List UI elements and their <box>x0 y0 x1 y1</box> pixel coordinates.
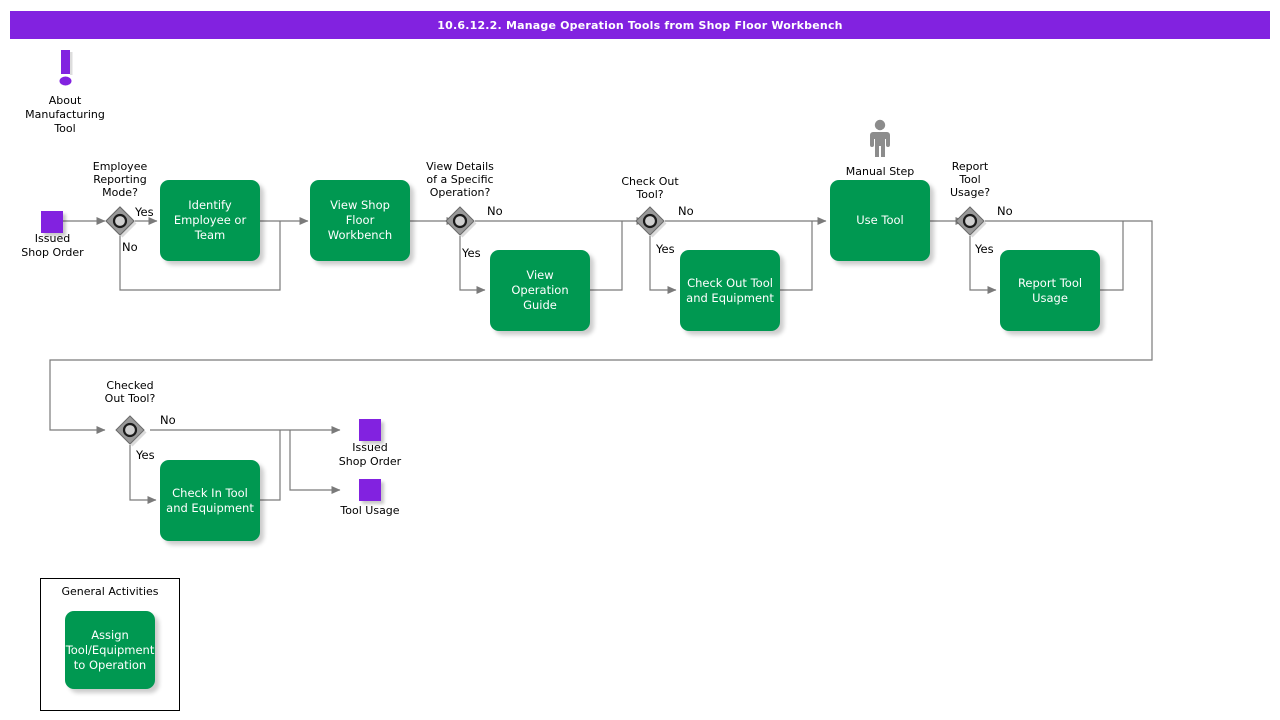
checkout-line-2: and Equipment <box>686 290 774 305</box>
issued-shop-order-start-label: Issued Shop Order <box>0 232 105 260</box>
gw4-yes-label: Yes <box>975 242 994 256</box>
gateway-checked-out-tool-label: Checked Out Tool? <box>70 379 190 405</box>
gateway-report-tool-usage-label: Report Tool Usage? <box>910 160 1030 199</box>
gw3-yes-label: Yes <box>656 242 675 256</box>
gw4-line-2: Tool <box>959 173 981 186</box>
about-line-3: Tool <box>54 122 76 135</box>
activity-view-operation-guide[interactable]: View Operation Guide <box>490 250 590 331</box>
gw1-line-2: Reporting <box>93 173 147 186</box>
activity-report-tool-usage[interactable]: Report Tool Usage <box>1000 250 1100 331</box>
guide-line-1: View Operation <box>511 268 569 297</box>
gw1-no-label: No <box>122 240 138 254</box>
manual-step-label: Manual Step <box>845 165 915 178</box>
gw5-line-2: Out Tool? <box>104 392 156 405</box>
end2-line-1: Tool Usage <box>340 504 400 517</box>
exclamation-icon <box>59 50 75 94</box>
reportusage-line-2: Usage <box>1032 290 1068 305</box>
tool-usage-end-label: Tool Usage <box>320 504 420 518</box>
end1-line-2: Shop Order <box>338 455 402 468</box>
reportusage-line-1: Report Tool <box>1017 275 1083 290</box>
gw4-line-1: Report <box>951 160 989 173</box>
edge-checkin-merge <box>260 430 281 501</box>
gateway-checked-out-tool[interactable] <box>115 415 147 447</box>
gw5-yes-label: Yes <box>136 448 155 462</box>
edge-guide-merge <box>590 221 623 291</box>
edge-reportusage-merge <box>1100 221 1124 291</box>
edge-checkout-merge <box>780 221 813 291</box>
gw2-line-2: of a Specific <box>426 173 494 186</box>
gateway-employee-reporting-mode[interactable] <box>105 206 137 238</box>
issued-shop-order-end-event[interactable] <box>359 419 381 441</box>
activity-use-tool[interactable]: Use Tool <box>830 180 930 261</box>
gateway-view-details-operation-label: View Details of a Specific Operation? <box>400 160 520 199</box>
checkout-line-1: Check Out Tool <box>687 275 773 290</box>
issued-shop-order-end-label: Issued Shop Order <box>320 441 420 469</box>
workbench-line-1: View Shop Floor <box>330 198 390 227</box>
gateway-view-details-operation[interactable] <box>445 206 477 238</box>
gw3-no-label: No <box>678 204 694 218</box>
start-label-line-2: Shop Order <box>21 246 84 259</box>
tool-usage-end-event[interactable] <box>359 479 381 501</box>
checkin-line-1: Check In Tool <box>172 485 248 500</box>
gw2-no-label: No <box>487 204 503 218</box>
gateway-check-out-tool[interactable] <box>635 206 667 238</box>
activity-identify-employee-or-team[interactable]: Identify Employee or Team <box>160 180 260 261</box>
gw5-line-1: Checked <box>106 379 154 392</box>
gw3-line-2: Tool? <box>636 188 664 201</box>
about-line-2: Manufacturing <box>25 108 105 121</box>
about-line-1: About <box>48 94 82 107</box>
issued-shop-order-start-event[interactable] <box>41 211 63 233</box>
assign-line-2: Tool/Equipment <box>65 642 155 657</box>
identify-line-1: Identify <box>188 198 232 212</box>
gateway-check-out-tool-label: Check Out Tool? <box>590 175 710 201</box>
gw4-no-label: No <box>997 204 1013 218</box>
gw2-line-1: View Details <box>426 160 494 173</box>
gw2-line-3: Operation? <box>429 186 491 199</box>
gateway-employee-reporting-mode-label: Employee Reporting Mode? <box>60 160 180 199</box>
activity-check-in-tool-and-equipment[interactable]: Check In Tool and Equipment <box>160 460 260 541</box>
usetool-line-1: Use Tool <box>856 213 904 227</box>
gw4-line-3: Usage? <box>949 186 991 199</box>
activity-check-out-tool-and-equipment[interactable]: Check Out Tool and Equipment <box>680 250 780 331</box>
workbench-line-2: Workbench <box>327 228 393 242</box>
gw1-line-3: Mode? <box>102 186 138 199</box>
gateway-report-tool-usage[interactable] <box>955 206 987 238</box>
start-label-line-1: Issued <box>34 232 71 245</box>
activity-assign-tool-equipment-to-operation[interactable]: Assign Tool/Equipment to Operation <box>65 611 155 689</box>
gw3-line-1: Check Out <box>621 175 679 188</box>
person-icon <box>868 119 894 163</box>
window-title-bar: 10.6.12.2. Manage Operation Tools from S… <box>10 11 1270 39</box>
gw5-no-label: No <box>160 413 176 427</box>
identify-line-2: Employee or <box>173 213 247 227</box>
gw1-yes-label: Yes <box>135 205 154 219</box>
assign-line-1: Assign <box>91 627 129 642</box>
gw1-line-1: Employee <box>92 160 148 173</box>
checkin-line-2: and Equipment <box>166 500 254 515</box>
page-title: 10.6.12.2. Manage Operation Tools from S… <box>437 18 843 32</box>
end1-line-1: Issued <box>352 441 388 454</box>
gw2-yes-label: Yes <box>462 246 481 260</box>
assign-line-3: to Operation <box>73 657 147 672</box>
guide-line-2: Guide <box>523 298 557 312</box>
about-manufacturing-tool-label: About Manufacturing Tool <box>5 94 125 136</box>
legend-title: General Activities <box>61 585 159 598</box>
activity-view-shop-floor-workbench[interactable]: View Shop Floor Workbench <box>310 180 410 261</box>
edge-gw2-yes <box>459 236 486 294</box>
identify-line-3: Team <box>194 228 226 242</box>
